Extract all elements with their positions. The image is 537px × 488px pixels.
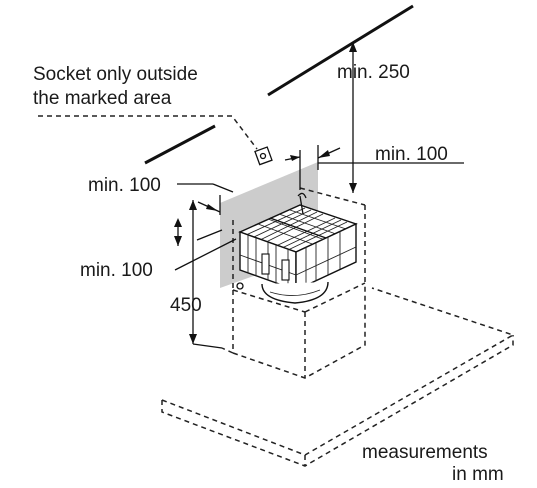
dim-450: 450: [170, 200, 223, 349]
ceiling-lines: [144, 4, 414, 165]
dim-min-100-left-mid: min. 100: [80, 218, 237, 281]
filter-unit: [236, 192, 358, 304]
socket-note-line-2: the marked area: [33, 88, 172, 109]
label-min-250: min. 250: [337, 62, 410, 83]
label-min-100-left-mid: min. 100: [80, 260, 153, 281]
measurements-note-line-1: measurements: [362, 442, 488, 463]
dim-min-250: min. 250: [337, 42, 410, 193]
label-min-100-left-top: min. 100: [88, 175, 161, 196]
socket-note-line-1: Socket only outside: [33, 64, 198, 85]
base-cabinet-outline: [221, 282, 366, 379]
worktop-outline: [161, 287, 515, 467]
clearance-outline: [232, 187, 366, 290]
socket-leader-line: [38, 115, 258, 150]
label-min-100-right: min. 100: [375, 144, 448, 165]
dim-min-100-right: min. 100: [284, 144, 464, 190]
dim-min-100-left-top: min. 100: [88, 175, 234, 215]
label-450: 450: [170, 295, 202, 316]
measurements-note-line-2: in mm: [452, 464, 504, 485]
socket-icon: [254, 146, 273, 166]
